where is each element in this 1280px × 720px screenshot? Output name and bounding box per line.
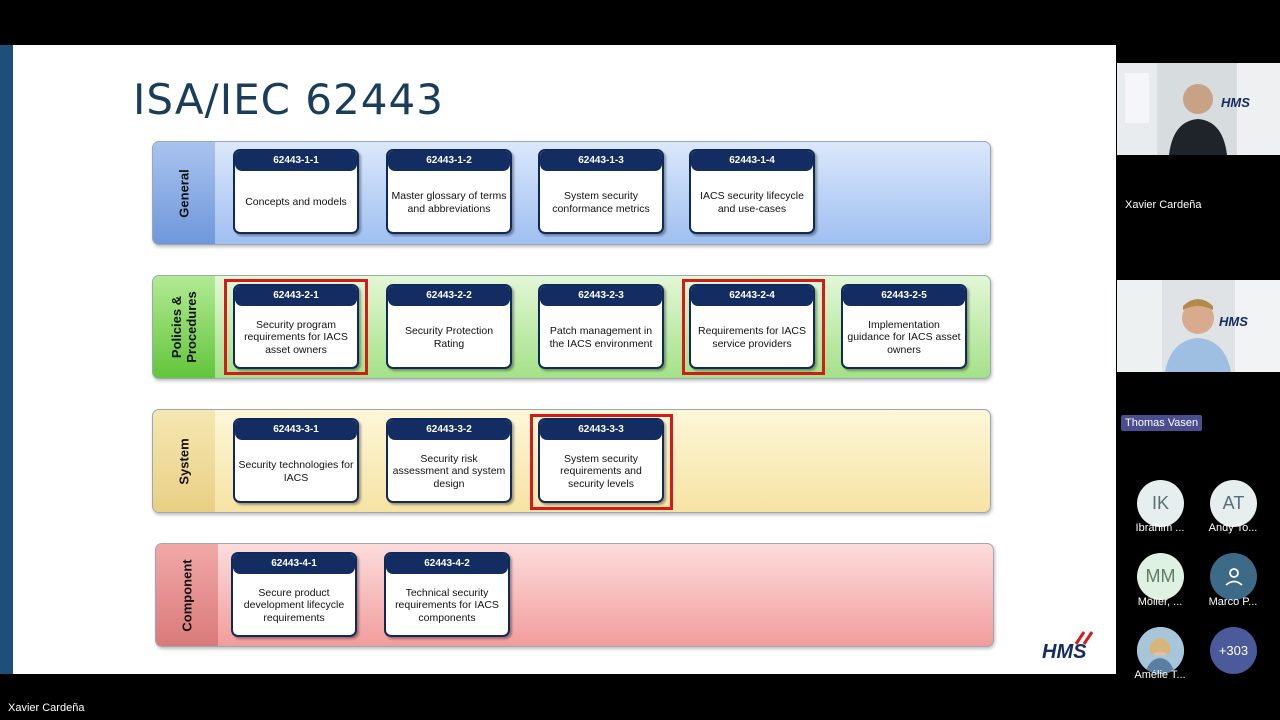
standard-card-62443-3-2: 62443-3-2 Security risk assessment and s… bbox=[386, 418, 512, 503]
person-icon bbox=[1224, 567, 1243, 586]
standard-card-62443-3-1: 62443-3-1 Security technologies for IACS bbox=[233, 418, 359, 503]
svg-text:HMS: HMS bbox=[1219, 314, 1248, 329]
standard-card-62443-4-2: 62443-4-2 Technical security requirement… bbox=[384, 552, 510, 637]
participant-avatar[interactable]: AT bbox=[1210, 480, 1257, 527]
band-label: General bbox=[153, 142, 215, 244]
participant-avatar[interactable] bbox=[1137, 627, 1184, 674]
svg-text:HMS: HMS bbox=[1042, 641, 1087, 663]
hms-logo: HMS bbox=[1042, 631, 1094, 663]
participant-avatar[interactable]: MM bbox=[1137, 553, 1184, 600]
standard-card-62443-3-3: 62443-3-3 System security requirements a… bbox=[538, 418, 664, 503]
participant-name: Andy To... bbox=[1208, 522, 1258, 534]
standard-card-62443-1-3: 62443-1-3 System security conformance me… bbox=[538, 149, 664, 234]
participant-video-xavier[interactable]: HMS bbox=[1117, 63, 1280, 155]
participant-name: Xavier Cardeña bbox=[1125, 199, 1202, 211]
slide-accent-bar bbox=[0, 45, 13, 674]
band-label: Component bbox=[156, 544, 218, 646]
participant-video-thomas[interactable]: HMS bbox=[1117, 280, 1280, 372]
standard-card-62443-1-1: 62443-1-1 Concepts and models bbox=[233, 149, 359, 234]
active-speaker-name-tag: Thomas Vasen bbox=[1121, 415, 1203, 431]
participant-name: Möller, ... bbox=[1137, 596, 1183, 608]
standard-card-62443-2-3: 62443-2-3 Patch management in the IACS e… bbox=[538, 284, 664, 369]
standard-card-62443-1-4: 62443-1-4 IACS security lifecycle and us… bbox=[689, 149, 815, 234]
video-frame-icon: HMS bbox=[1117, 63, 1280, 155]
more-participants-button[interactable]: +303 bbox=[1210, 627, 1257, 674]
standard-card-62443-2-2: 62443-2-2 Security Protection Rating bbox=[386, 284, 512, 369]
slide-title: ISA/IEC 62443 bbox=[133, 75, 444, 124]
video-frame-icon: HMS bbox=[1117, 280, 1280, 372]
band-label: Policies & Procedures bbox=[153, 276, 215, 378]
participant-name: Amélie T... bbox=[1134, 669, 1186, 681]
highlight-frame bbox=[224, 279, 368, 375]
highlight-frame bbox=[530, 414, 673, 510]
participant-name: Marco P... bbox=[1208, 596, 1258, 608]
highlight-frame bbox=[682, 279, 825, 375]
standard-card-62443-2-1: 62443-2-1 Security program requirements … bbox=[233, 284, 359, 369]
participant-avatar[interactable] bbox=[1210, 553, 1257, 600]
standard-card-62443-2-4: 62443-2-4 Requirements for IACS service … bbox=[689, 284, 815, 369]
standard-card-62443-2-5: 62443-2-5 Implementation guidance for IA… bbox=[841, 284, 967, 369]
photo-avatar bbox=[1137, 627, 1184, 674]
svg-text:HMS: HMS bbox=[1221, 95, 1250, 110]
participant-name: Ibrahim ... bbox=[1135, 522, 1185, 534]
participant-avatar[interactable]: IK bbox=[1137, 480, 1184, 527]
standard-card-62443-4-1: 62443-4-1 Secure product development lif… bbox=[231, 552, 357, 637]
standard-card-62443-1-2: 62443-1-2 Master glossary of terms and a… bbox=[386, 149, 512, 234]
band-label: System bbox=[153, 410, 215, 512]
speaker-name-label: Xavier Cardeña bbox=[8, 702, 85, 714]
shared-slide: ISA/IEC 62443 General Policies & Procedu… bbox=[0, 45, 1116, 674]
